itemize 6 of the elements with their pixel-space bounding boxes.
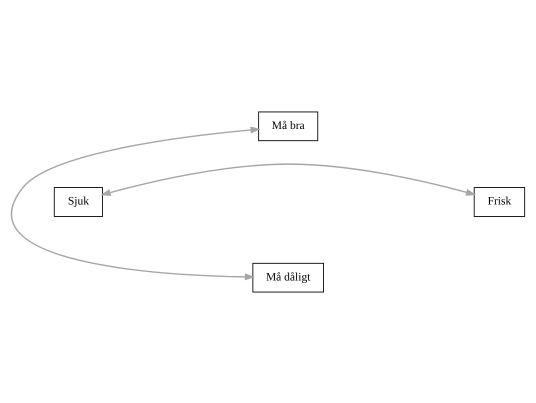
arrow xyxy=(12,126,261,280)
node-box: Må bra xyxy=(258,110,318,141)
arrow xyxy=(100,162,476,196)
node-box: Må dåligt xyxy=(252,262,324,292)
node-box: Frisk xyxy=(474,186,526,216)
node-box: Sjuk xyxy=(54,186,103,216)
